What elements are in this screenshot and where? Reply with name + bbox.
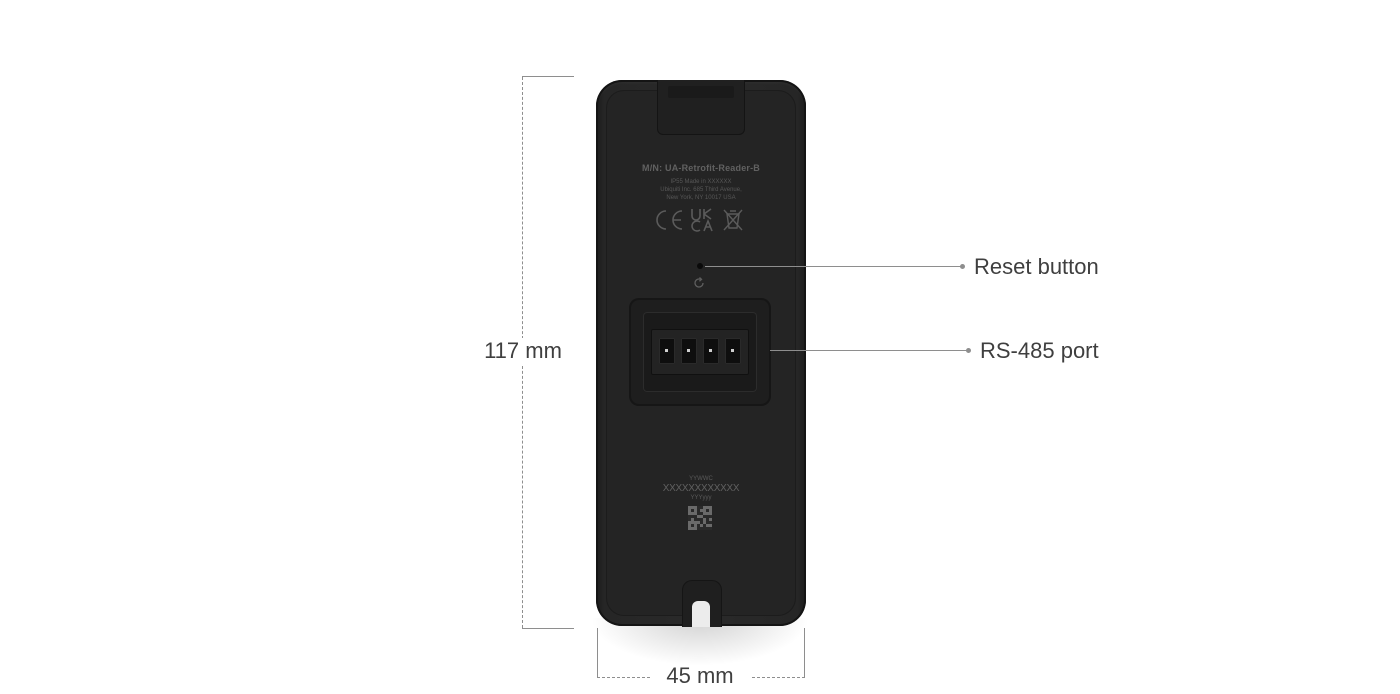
- reset-button-hole[interactable]: [697, 263, 703, 269]
- port-pin: [681, 338, 697, 364]
- rs485-port-connector[interactable]: [651, 329, 749, 375]
- reset-callout-dot: [960, 264, 965, 269]
- reset-arrow-icon: [694, 277, 704, 288]
- mounting-tab: [657, 80, 745, 135]
- rs485-port-label: RS-485 port: [980, 338, 1099, 363]
- height-dimension-bottom-tick: [522, 628, 574, 629]
- height-dimension-top-tick: [522, 76, 574, 77]
- bottom-cable-notch: [682, 580, 722, 627]
- port-callout-line: [770, 350, 968, 351]
- serial-line-1: YYWWC: [689, 476, 713, 482]
- width-dimension-label: 45 mm: [650, 662, 750, 690]
- ce-mark-icon: [656, 210, 683, 230]
- label-line-2: Ubiquiti Inc. 685 Third Avenue,: [660, 187, 742, 193]
- mounting-tab-slot: [668, 86, 734, 98]
- qr-code-icon: [688, 506, 712, 530]
- width-dimension-right-tick: [804, 628, 805, 678]
- rs485-port-frame: [629, 298, 771, 406]
- serial-line-2: XXXXXXXXXXXX: [662, 483, 740, 494]
- bottom-cable-slot: [692, 601, 710, 627]
- serial-line-3: YYYyyy: [690, 495, 712, 501]
- label-line-3: New York, NY 10017 USA: [666, 195, 736, 201]
- ukca-mark-icon: [691, 208, 713, 232]
- label-line-1: IP55 Made in XXXXXX: [670, 179, 732, 185]
- width-dimension-left-tick: [597, 628, 598, 678]
- model-number: M/N: UA-Retrofit-Reader-B: [642, 163, 760, 173]
- reset-callout-line: [705, 266, 962, 267]
- port-callout-dot: [966, 348, 971, 353]
- rs485-port-recess: [643, 312, 757, 392]
- weee-bin-icon: [723, 209, 743, 231]
- reset-button-label: Reset button: [974, 254, 1099, 279]
- height-dimension-label: 117 mm: [482, 338, 564, 364]
- port-pin: [725, 338, 741, 364]
- device-back: M/N: UA-Retrofit-Reader-B IP55 Made in X…: [596, 80, 806, 627]
- port-pin: [703, 338, 719, 364]
- port-pin: [659, 338, 675, 364]
